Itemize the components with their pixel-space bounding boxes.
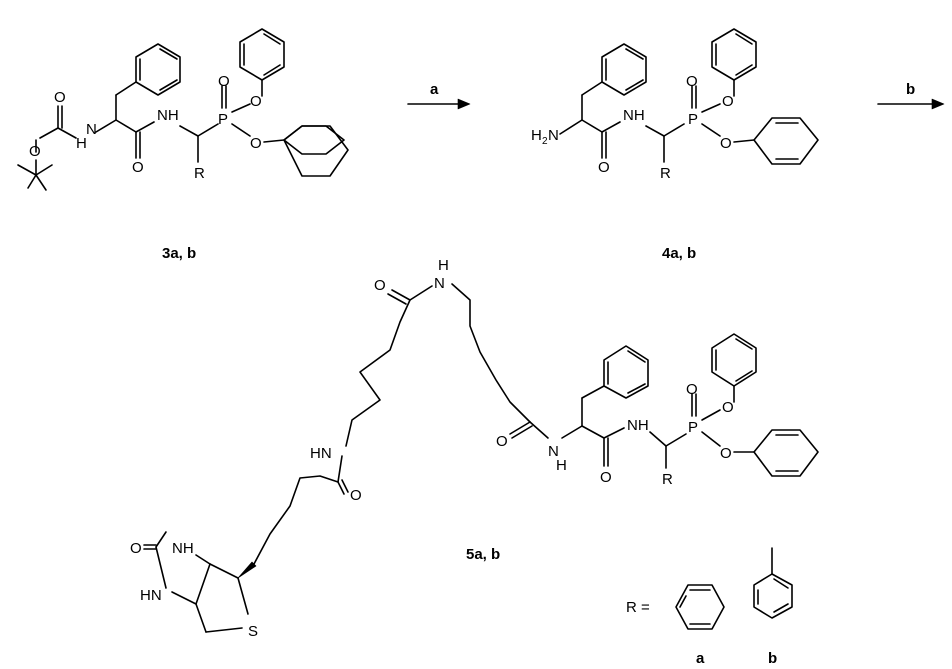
svg-text:P: P [218, 111, 228, 128]
svg-text:O: O [686, 73, 698, 90]
svg-text:O: O [54, 89, 66, 106]
svg-text:O: O [720, 445, 732, 462]
arrow-a [407, 98, 471, 110]
r-equals-label: R = [626, 599, 650, 616]
r-option-a-label: a [696, 650, 705, 667]
svg-text:O: O [720, 135, 732, 152]
reagent-b-label: b [906, 81, 915, 98]
svg-text:O: O [598, 159, 610, 176]
svg-text:2: 2 [542, 136, 548, 147]
compound-4-label: 4a, b [662, 245, 696, 262]
svg-text:N: N [434, 275, 445, 292]
arrow-b [877, 98, 945, 110]
compound-4-structure: H 2 N O NH R P O O O [531, 28, 819, 182]
svg-text:H: H [76, 135, 87, 152]
compound-3-label: 3a, b [162, 245, 196, 262]
svg-text:N: N [86, 121, 97, 138]
svg-text:R: R [662, 471, 673, 488]
compound-3-structure: O O H N O NH R P O O [17, 28, 349, 191]
svg-text:O: O [600, 469, 612, 486]
svg-text:NH: NH [627, 417, 649, 434]
svg-text:O: O [686, 381, 698, 398]
svg-text:NH: NH [157, 107, 179, 124]
svg-text:O: O [722, 93, 734, 110]
svg-text:O: O [374, 277, 386, 294]
svg-text:P: P [688, 111, 698, 128]
svg-text:H: H [438, 257, 449, 274]
svg-text:O: O [218, 73, 230, 90]
svg-text:O: O [130, 540, 142, 557]
r-option-b-label: b [768, 650, 777, 667]
svg-text:H: H [556, 457, 567, 474]
svg-text:N: N [548, 443, 559, 460]
svg-text:HN: HN [140, 587, 162, 604]
svg-text:NH: NH [623, 107, 645, 124]
svg-text:N: N [548, 127, 559, 144]
svg-text:R: R [660, 165, 671, 182]
svg-text:NH: NH [172, 540, 194, 557]
svg-text:O: O [250, 93, 262, 110]
svg-text:R: R [194, 165, 205, 182]
svg-text:P: P [688, 419, 698, 436]
svg-text:O: O [132, 159, 144, 176]
reagent-a-label: a [430, 81, 439, 98]
svg-text:O: O [350, 487, 362, 504]
compound-5-structure: O NH HN S O HN O H N O N H [130, 257, 819, 640]
svg-text:HN: HN [310, 445, 332, 462]
svg-text:O: O [250, 135, 262, 152]
svg-text:O: O [496, 433, 508, 450]
svg-text:S: S [248, 623, 258, 640]
compound-5-label: 5a, b [466, 546, 500, 563]
svg-text:H: H [531, 127, 542, 144]
r-group-legend: R = [626, 547, 793, 630]
svg-text:O: O [722, 399, 734, 416]
svg-text:O: O [29, 143, 41, 160]
